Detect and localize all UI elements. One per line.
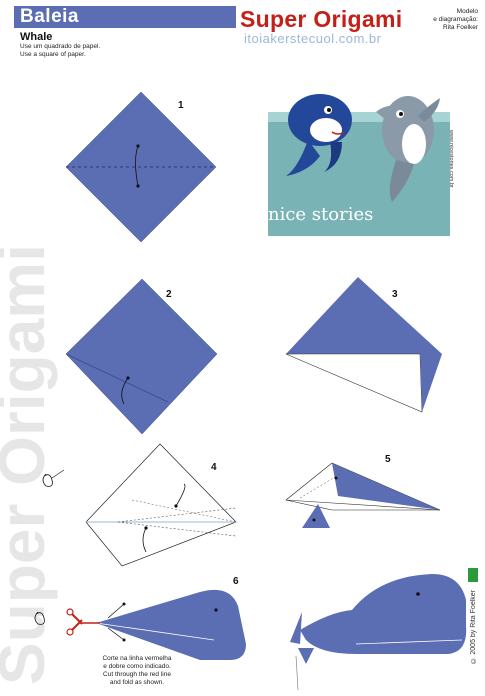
final-whale-diagram: [290, 574, 466, 690]
step-number-3: 3: [392, 289, 398, 300]
step-5-diagram: [286, 463, 440, 528]
cut-note-line-1: Corte na linha vermelha: [72, 655, 202, 663]
step-4-diagram: [43, 444, 236, 566]
cut-note-line-4: and fold as shown.: [72, 679, 202, 687]
cut-instructions: Corte na linha vermelha e dobre como ind…: [72, 655, 202, 687]
cut-note-line-2: e dobre como indicado.: [72, 663, 202, 671]
step-number-6: 6: [233, 576, 239, 587]
step-number-4: 4: [211, 462, 217, 473]
step-number-2: 2: [166, 289, 172, 300]
step-3-diagram: [286, 277, 442, 412]
brazil-flag-icon: [468, 568, 478, 582]
copyright: © 2005 by Rita Foelker: [470, 590, 477, 664]
step-number-5: 5: [385, 454, 391, 465]
step-6-diagram: [35, 590, 246, 660]
cut-note-line-3: Cut through the red line: [72, 671, 202, 679]
step-2-diagram: [66, 279, 217, 434]
step-1-diagram: [66, 92, 216, 242]
step-number-1: 1: [178, 100, 184, 111]
